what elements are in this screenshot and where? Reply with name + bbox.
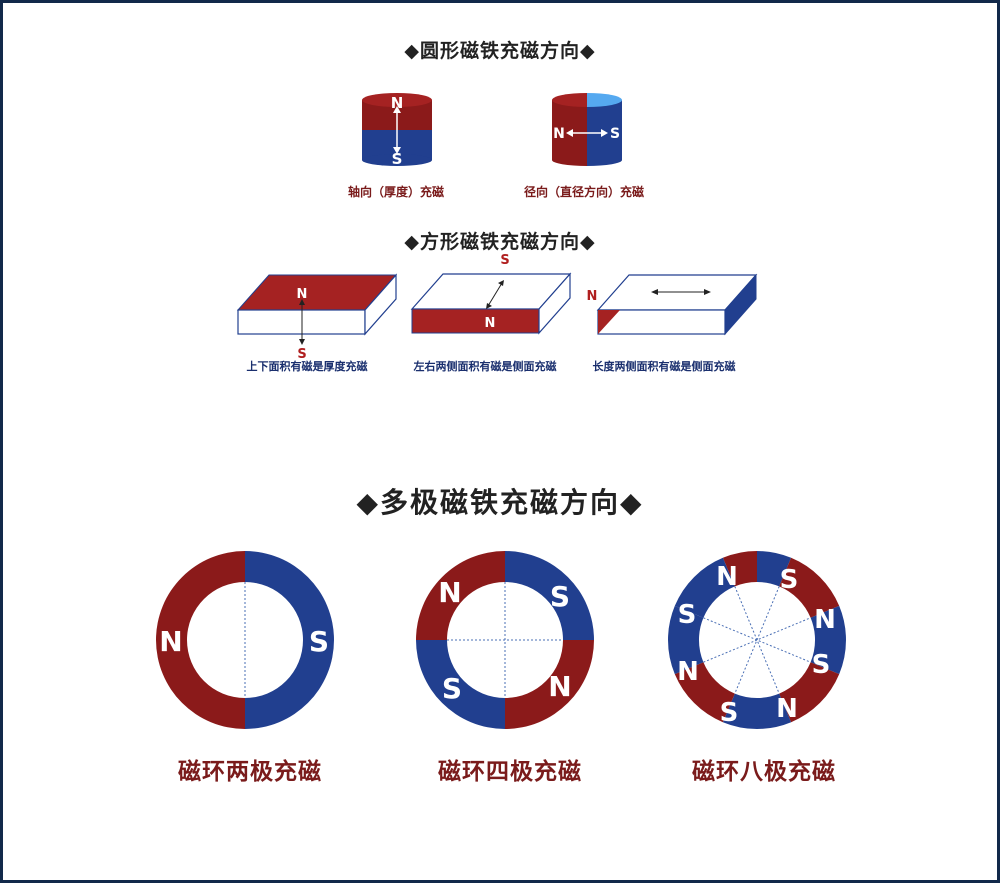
length-north-label: N xyxy=(587,289,598,304)
eight-pole-north-label-3: N xyxy=(776,694,798,724)
two-pole-label: 磁环两极充磁 xyxy=(178,759,322,785)
round-magnet-title: ◆圆形磁铁充磁方向◆ xyxy=(404,40,596,62)
eight-pole-north-label-4: N xyxy=(677,657,699,687)
thickness-block: N S xyxy=(236,273,398,362)
length-block: N xyxy=(587,273,758,336)
side-north-label: N xyxy=(485,316,496,331)
eight-pole-south-label-3: S xyxy=(720,698,739,728)
two-pole-north-label: N xyxy=(159,625,182,658)
axial-caption: 轴向（厚度）充磁 xyxy=(347,185,445,199)
thickness-north-label: N xyxy=(297,287,308,302)
axial-south-label: S xyxy=(392,150,403,168)
thickness-south-label: S xyxy=(297,347,306,362)
square-magnet-title: ◆方形磁铁充磁方向◆ xyxy=(404,231,596,253)
length-caption: 长度两侧面积有磁是侧面充磁 xyxy=(592,360,736,373)
four-pole-north-label-bottom: N xyxy=(548,670,571,703)
eight-pole-south-label-2: S xyxy=(812,650,831,680)
multipole-title: ◆多极磁铁充磁方向◆ xyxy=(356,486,644,519)
radial-north-label: N xyxy=(553,126,565,142)
eight-pole-ring: N S N S N S N S xyxy=(668,551,846,729)
axial-cylinder: N S xyxy=(362,93,432,168)
eight-pole-label: 磁环八极充磁 xyxy=(692,759,836,785)
eight-pole-north-label-2: N xyxy=(814,605,836,635)
four-pole-ring: N S S N xyxy=(416,551,594,729)
two-pole-ring: N S xyxy=(156,551,334,729)
side-south-label: S xyxy=(500,253,509,268)
side-caption: 左右两侧面积有磁是侧面充磁 xyxy=(413,360,557,373)
radial-south-label: S xyxy=(610,126,620,142)
two-pole-south-label: S xyxy=(309,625,329,658)
side-block: S N xyxy=(410,253,572,335)
eight-pole-north-label-1: N xyxy=(716,562,738,592)
eight-pole-south-label-4: S xyxy=(678,600,697,630)
radial-caption: 径向（直径方向）充磁 xyxy=(523,185,645,199)
four-pole-north-label-top: N xyxy=(438,576,461,609)
four-pole-label: 磁环四极充磁 xyxy=(438,759,582,785)
thickness-caption: 上下面积有磁是厚度充磁 xyxy=(246,360,368,373)
four-pole-south-label-bottom: S xyxy=(442,672,462,705)
radial-cylinder: N S xyxy=(552,93,622,166)
eight-pole-south-label-1: S xyxy=(780,565,799,595)
four-pole-south-label-top: S xyxy=(550,580,570,613)
axial-north-label: N xyxy=(391,94,404,112)
